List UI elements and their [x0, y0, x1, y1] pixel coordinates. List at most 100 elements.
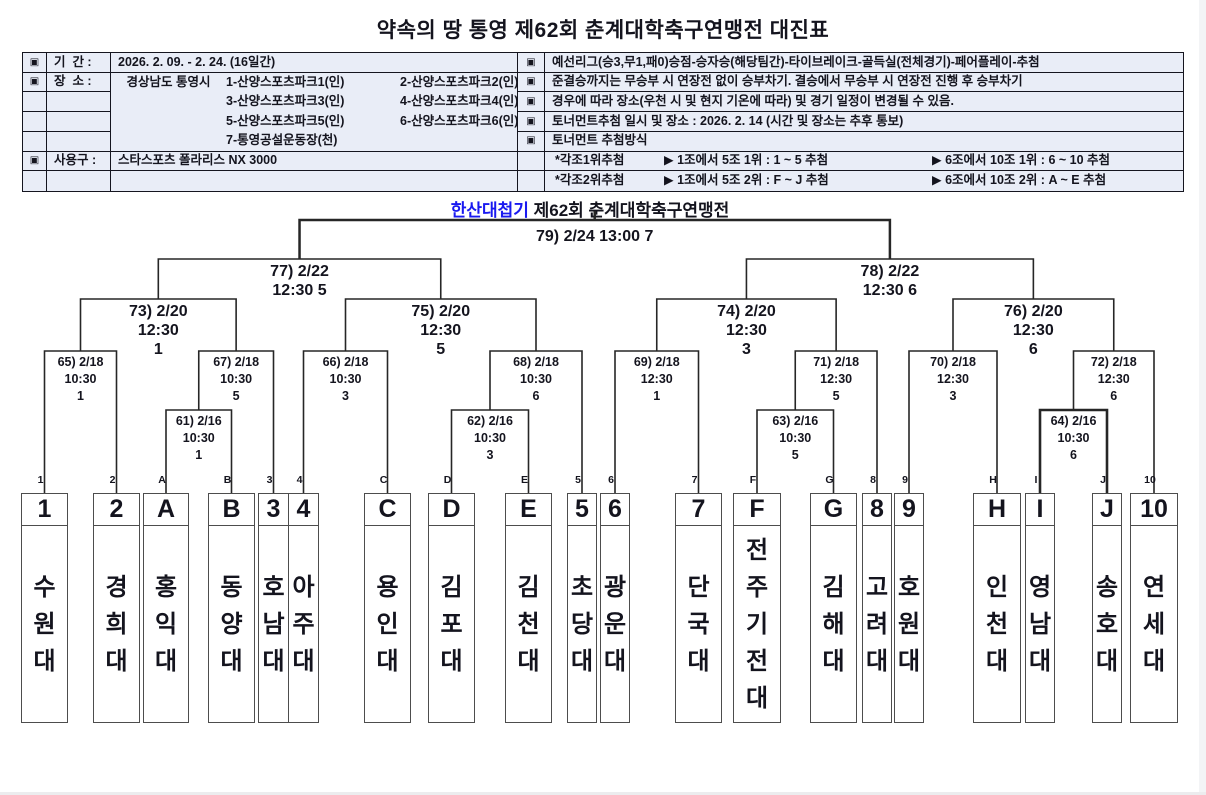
team-seed: 5: [568, 494, 596, 526]
match-73-text-line: 1: [153, 341, 163, 358]
match-67-text-line: 5: [232, 389, 240, 403]
team-name-char: 기: [745, 610, 769, 638]
team-seed: I: [1026, 494, 1054, 526]
match-75-text-line: 75) 2/20: [411, 303, 471, 320]
match-66-text-line: 3: [342, 389, 349, 403]
team-name-char: 포: [440, 610, 463, 638]
match-76-text-line: 76) 2/20: [1004, 303, 1063, 320]
venue-item: 1-산양스포츠파크1(인): [226, 74, 345, 89]
match-65-text-line: 10:30: [64, 372, 97, 386]
team-name-char: 홍: [154, 573, 178, 601]
draw-row: *각조2위추첨 ▶ 1조에서 5조 2위 : F ~ J 추첨 ▶ 6조에서 1…: [545, 171, 1183, 191]
match-67-text-line: 67) 2/18: [213, 355, 260, 369]
bracket-subtitle-rest: 제62회 춘계대학축구연맹전: [528, 201, 730, 220]
match-65-text-line: 65) 2/18: [57, 355, 104, 369]
team-name-char: 국: [687, 610, 710, 638]
team-seed: 6: [601, 494, 629, 526]
connector-label-E: E: [520, 474, 528, 486]
match-61-text-line: 61) 2/16: [175, 414, 222, 428]
team-name-char: 영: [1028, 573, 1052, 601]
team-name-char: 대: [154, 647, 178, 675]
match-61-text-line: 10:30: [182, 431, 215, 445]
screen-edge-bottom: [0, 792, 1206, 795]
connector-label-1: 1: [37, 474, 44, 486]
team-name-char: 원: [897, 610, 921, 638]
page-title: 약속의 땅 통영 제62회 춘계대학축구연맹전 대진표: [376, 19, 830, 42]
team-name-char: 광: [603, 573, 627, 601]
team-name-char: 당: [570, 610, 594, 638]
team-name-char: 천: [985, 610, 1009, 638]
match-73-text-line: 12:30: [137, 322, 179, 339]
match-62-text-line: 10:30: [474, 431, 506, 445]
match-76-text-line: 6: [1028, 341, 1038, 358]
team-name-char: 초: [570, 573, 594, 601]
bullet-icon: ▣: [23, 72, 47, 93]
team-name-char: 대: [440, 647, 463, 675]
team-name-char: 전: [745, 647, 769, 675]
info-table-right: ▣ 예선리그(승3,무1,패0)승점-승자승(해당팀간)-타이브레이크-골득실(…: [518, 52, 1184, 192]
team-name-char: 대: [33, 647, 56, 675]
team-name-char: 대: [985, 647, 1009, 675]
team-name-char: 대: [570, 647, 594, 675]
team-name-char: 대: [897, 647, 921, 675]
team-name-char: 대: [1095, 647, 1119, 675]
team-seed: 3: [259, 494, 288, 526]
team-name-char: 대: [376, 647, 399, 675]
venue-item: 4-산양스포츠파크4(인): [400, 94, 517, 109]
match-74-text-line: 74) 2/20: [717, 303, 776, 320]
team-name-char: 대: [517, 647, 540, 675]
match-78-text-line: 78) 2/22: [860, 263, 920, 280]
connector-label-5: 5: [575, 474, 581, 486]
team-name-char: 용: [376, 573, 399, 601]
match-63-text-line: 10:30: [779, 431, 812, 445]
rule-row: 준결승까지는 무승부 시 연장전 없이 승부차기. 결승에서 무승부 시 연장전…: [545, 73, 1183, 93]
match-71-text-line: 71) 2/18: [813, 355, 860, 369]
team-name-char: 남: [262, 610, 285, 638]
team-seed: 10: [1131, 494, 1177, 526]
venue-item: 3-산양스포츠파크3(인): [226, 94, 345, 109]
venue-label: 장 소 :: [47, 72, 111, 93]
team-name-char: 대: [262, 647, 285, 675]
team-seed: E: [506, 494, 551, 526]
team-name-char: 수: [33, 573, 56, 601]
connector-label-D: D: [443, 474, 452, 486]
venue-list: 경상남도 통영시 1-산양스포츠파크1(인) 2-산양스포츠파크2(인) 3-산…: [111, 73, 517, 152]
draw-label: *각조2위추첨: [555, 173, 625, 188]
match-77-text-line: 77) 2/22: [270, 263, 329, 280]
bullet-icon: ▣: [23, 151, 47, 172]
draw-label: *각조1위추첨: [555, 153, 625, 168]
team-name-char: 대: [292, 647, 315, 675]
match-77-text-line: 12:30 5: [272, 282, 327, 299]
connector-label-6: 6: [608, 474, 614, 486]
ball-label: 사용구 :: [47, 151, 111, 172]
match-76-text-line: 12:30: [1012, 322, 1054, 339]
team-name-char: 동: [220, 573, 243, 601]
match-64-text-line: 6: [1070, 448, 1077, 462]
team-seed: A: [144, 494, 188, 526]
match-61-text-line: 1: [195, 448, 203, 462]
team-name-char: 대: [1142, 647, 1166, 675]
bullet-icon: ▣: [518, 72, 545, 93]
match-71-text-line: 12:30: [820, 372, 853, 386]
screen-edge-right: [1199, 0, 1206, 795]
